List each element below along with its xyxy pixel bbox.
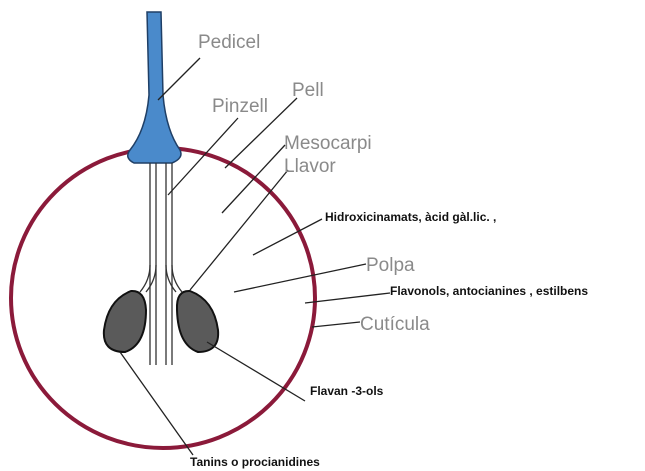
label-hidroxicinamats: Hidroxicinamats, àcid gàl.lic. ,: [325, 211, 496, 223]
leader-polpa: [234, 264, 366, 292]
label-mesocarpi: Mesocarpi: [284, 134, 372, 153]
label-pedicel: Pedicel: [198, 33, 260, 52]
leader-cuticula: [312, 322, 360, 327]
leader-pedicel: [158, 58, 200, 100]
leader-flavonols: [305, 293, 390, 303]
leader-tanins: [120, 352, 193, 455]
pedicel-shape: [128, 12, 181, 163]
label-polpa: Polpa: [366, 256, 415, 275]
leader-flavan: [207, 342, 305, 401]
label-tanins: Tanins o procianidines: [190, 456, 320, 468]
seed-left: [104, 291, 146, 352]
leader-hidroxicinamats: [253, 219, 322, 255]
label-flavonols: Flavonols, antocianines , estilbens: [390, 285, 588, 297]
leader-llavor: [190, 170, 288, 290]
vascular-bundles: [140, 163, 182, 365]
label-llavor: Llavor: [284, 157, 336, 176]
leader-mesocarpi: [222, 145, 285, 213]
label-flavonols-bold: Flavonols: [390, 284, 446, 298]
label-pinzell: Pinzell: [212, 97, 268, 116]
label-flavan-3-ols: Flavan -3-ols: [310, 385, 383, 397]
label-flavonols-rest: , antocianines , estilbens: [446, 284, 588, 298]
label-pell: Pell: [292, 81, 324, 100]
label-cuticula: Cutícula: [360, 315, 430, 334]
seed-right: [177, 291, 218, 352]
